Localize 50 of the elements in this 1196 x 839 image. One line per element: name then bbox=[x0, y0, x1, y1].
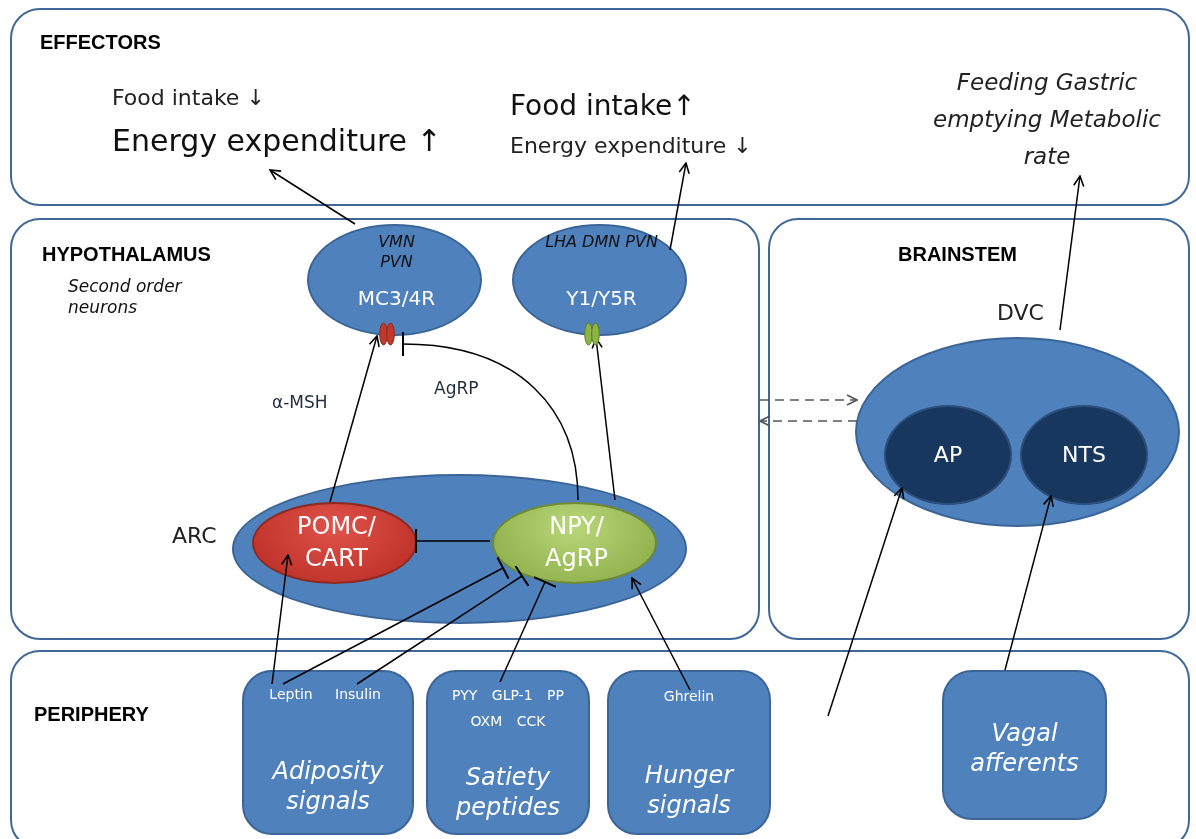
arrow bbox=[669, 162, 690, 251]
region-panel bbox=[768, 218, 1190, 640]
receptor-label: MC3/4R bbox=[356, 286, 437, 311]
effect-text: Food intake↑ bbox=[510, 88, 697, 123]
nucleus-label: NTS bbox=[1061, 441, 1107, 469]
nucleus-label: AP bbox=[932, 441, 964, 469]
arrow bbox=[1004, 495, 1055, 671]
region-panel bbox=[10, 650, 1190, 839]
effect-text: Feeding Gastric emptying Metabolic rate bbox=[932, 68, 1162, 171]
receptor-label: Y1/Y5R bbox=[565, 286, 638, 311]
effect-text: Energy expenditure ↓ bbox=[510, 132, 753, 160]
dashed-arrow bbox=[759, 394, 858, 406]
hormone-label: PYY GLP-1 PP OXM CCK bbox=[451, 686, 565, 731]
effect-text: Food intake ↓ bbox=[112, 84, 266, 112]
neuron-label: NPY/ AgRP bbox=[544, 511, 609, 574]
nucleus-label: LHA DMN PVN bbox=[544, 232, 659, 252]
panel-heading: BRAINSTEM bbox=[898, 242, 1018, 267]
region-panel bbox=[10, 8, 1190, 206]
neuron-label: POMC/ CART bbox=[296, 511, 377, 574]
panel-heading: HYPOTHALAMUS bbox=[42, 242, 212, 267]
arrow bbox=[827, 487, 905, 717]
arrow bbox=[631, 577, 691, 691]
arrow bbox=[271, 554, 293, 685]
inhibition-line bbox=[356, 564, 530, 685]
signal-box bbox=[942, 670, 1107, 820]
nucleus-label: DVC bbox=[997, 299, 1045, 327]
signal-box bbox=[607, 670, 771, 835]
panel-heading: PERIPHERY bbox=[34, 702, 150, 727]
inhibition-line bbox=[499, 576, 557, 683]
hormone-label: Ghrelin bbox=[662, 688, 716, 706]
hormone-label: Leptin bbox=[268, 686, 314, 704]
arrow bbox=[1059, 175, 1085, 331]
inhibition-line bbox=[282, 556, 510, 685]
effect-text: Energy expenditure ↑ bbox=[112, 122, 443, 160]
arrow bbox=[269, 169, 356, 225]
signal-label: Satiety peptides bbox=[455, 762, 561, 822]
inhibition-line bbox=[415, 528, 491, 554]
signal-label: Vagal afferents bbox=[969, 718, 1080, 778]
note-text: Second order neurons bbox=[68, 276, 184, 319]
panel-heading: EFFECTORS bbox=[40, 30, 162, 55]
signal-box bbox=[242, 670, 414, 835]
signal-box bbox=[426, 670, 590, 835]
hormone-label: Insulin bbox=[334, 686, 382, 704]
edge-label: AgRP bbox=[432, 378, 481, 398]
nucleus-label: VMN PVN bbox=[377, 232, 416, 272]
nucleus-label: ARC bbox=[172, 522, 218, 550]
signal-label: Hunger signals bbox=[643, 760, 736, 820]
dashed-arrow bbox=[759, 415, 858, 427]
signal-label: Adiposity signals bbox=[270, 756, 385, 816]
region-panel bbox=[10, 218, 760, 640]
